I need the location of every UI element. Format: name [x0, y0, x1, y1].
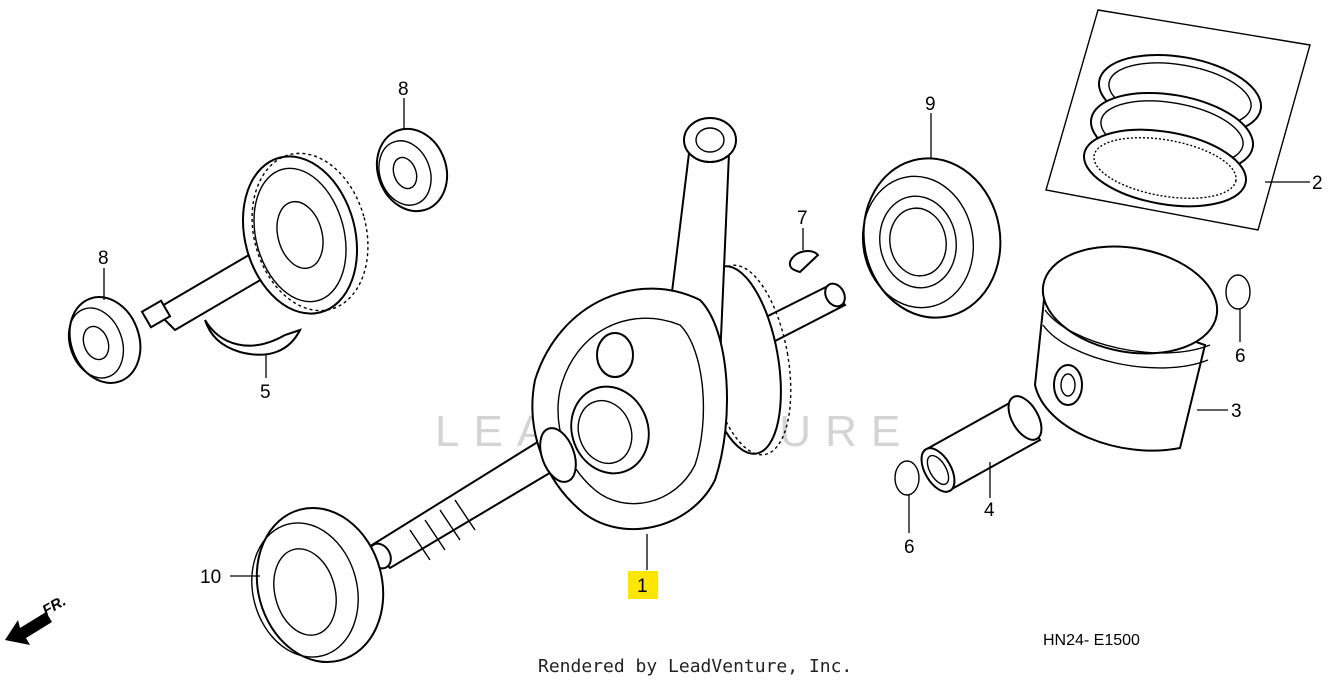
callout-8-top[interactable]: 8 — [398, 79, 409, 100]
callout-10[interactable]: 10 — [200, 567, 221, 588]
woodruff-key-part[interactable] — [788, 249, 820, 274]
diagram-code: HN24- E1500 — [1043, 632, 1140, 649]
ball-bearing-left-part[interactable] — [58, 287, 152, 393]
leader-lines — [103, 98, 1310, 577]
piston-ring-set-part[interactable] — [1045, 9, 1311, 231]
piston-part[interactable] — [1033, 234, 1225, 452]
callout-1-highlight — [628, 571, 658, 599]
oil-seal-part[interactable] — [237, 494, 400, 677]
balancer-shaft-part[interactable] — [140, 140, 385, 356]
piston-pin-clip-right-part[interactable] — [1225, 274, 1251, 310]
piston-pin-part[interactable] — [915, 391, 1049, 498]
callout-6-right[interactable]: 6 — [1235, 346, 1246, 367]
callout-2[interactable]: 2 — [1312, 173, 1323, 194]
ball-bearing-top-part[interactable] — [366, 119, 459, 221]
render-credit: Rendered by LeadVenture, Inc. — [538, 656, 852, 677]
callout-9[interactable]: 9 — [925, 94, 936, 115]
callout-7[interactable]: 7 — [797, 208, 808, 229]
callouts: 1 2 3 4 5 6 6 7 8 8 9 10 — [98, 79, 1323, 599]
callout-3[interactable]: 3 — [1231, 401, 1242, 422]
ball-bearing-right-part[interactable] — [851, 147, 1013, 328]
callout-6-left[interactable]: 6 — [904, 537, 915, 558]
callout-4[interactable]: 4 — [984, 500, 995, 521]
callout-5[interactable]: 5 — [260, 382, 271, 403]
callout-8-left[interactable]: 8 — [98, 248, 109, 269]
front-direction-marker: FR. — [5, 593, 69, 645]
callout-1[interactable]: 1 — [637, 576, 648, 597]
front-arrow-icon — [5, 612, 52, 645]
piston-pin-clip-left-part[interactable] — [894, 460, 920, 496]
